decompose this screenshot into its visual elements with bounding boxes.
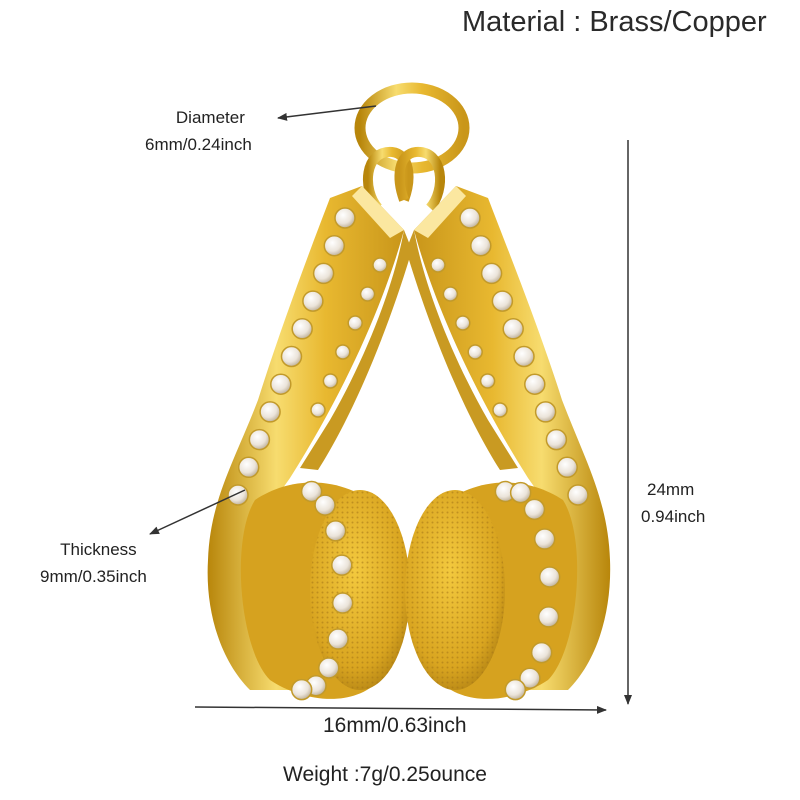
diameter-label: Diameter	[175, 108, 245, 127]
diameter-annotation: Diameter 6mm/0.24inch	[145, 104, 252, 158]
measurement-arrows	[149, 105, 632, 714]
zircon-stone	[530, 641, 553, 664]
width-arrow	[194, 705, 607, 714]
zircon-stone	[310, 402, 326, 418]
zircon-stone	[248, 428, 271, 451]
zircon-stone	[502, 318, 524, 340]
zircon-stone	[300, 480, 323, 503]
zircon-stone	[491, 290, 514, 312]
left-earbud	[207, 186, 412, 690]
zircon-stone	[519, 667, 541, 689]
zircon-stone	[259, 401, 281, 423]
right-cup	[405, 482, 578, 699]
zircon-stone	[470, 234, 492, 257]
zircon-stone	[324, 520, 347, 542]
zircon-stone	[359, 286, 376, 302]
thickness-arrow	[149, 489, 246, 535]
zircon-stone	[327, 628, 349, 650]
zircon-stone	[347, 315, 363, 331]
zircon-stone	[504, 678, 527, 701]
zircon-stone	[455, 315, 471, 331]
weight-label: Weight :7g/0.25ounce	[283, 763, 487, 786]
diameter-value: 6mm/0.24inch	[145, 135, 252, 154]
zircon-stone	[237, 456, 260, 479]
zircon-stone	[280, 345, 303, 368]
zircon-stone	[430, 257, 446, 273]
zircon-stone	[537, 606, 560, 628]
height-annotation: 24mm 0.94inch	[641, 476, 705, 530]
zircon-stone	[567, 484, 589, 506]
thickness-value: 9mm/0.35inch	[40, 567, 147, 586]
zircon-stone	[513, 345, 535, 368]
zircon-stone	[314, 494, 336, 516]
zircon-stone	[538, 566, 561, 588]
zircon-stone	[331, 592, 354, 614]
zircon-stone	[523, 498, 546, 521]
zircon-stone	[479, 373, 496, 389]
zircon-stone	[323, 234, 346, 257]
zircon-stone	[534, 401, 557, 423]
thickness-annotation: Thickness 9mm/0.35inch	[40, 536, 147, 590]
zircon-stone	[290, 678, 313, 701]
zircon-stone	[442, 286, 459, 302]
zircon-stone	[556, 456, 578, 479]
zircon-stone	[372, 257, 388, 273]
zircon-stone	[509, 481, 532, 504]
zircon-stone	[270, 373, 292, 395]
zircon-stone	[331, 554, 353, 576]
zircon-stone	[291, 318, 313, 340]
zircon-stone	[334, 207, 356, 229]
zircon-stone	[459, 207, 481, 229]
zircon-stone	[318, 657, 340, 679]
zircon-stone	[467, 344, 483, 360]
thickness-label: Thickness	[60, 540, 137, 559]
height-label: 24mm	[647, 480, 695, 499]
height-value: 0.94inch	[641, 507, 706, 526]
zircon-stone	[322, 373, 339, 389]
diameter-arrow	[277, 105, 377, 121]
material-title: Material : Brass/Copper	[462, 6, 767, 38]
zircon-stone	[480, 262, 503, 285]
zircon-stone	[492, 402, 508, 418]
zircon-stone	[335, 344, 351, 360]
zircon-stone	[227, 484, 249, 506]
right-earbud	[406, 186, 611, 690]
zircon-stones	[227, 207, 589, 701]
zircon-stone	[524, 373, 546, 395]
zircon-stone	[302, 290, 324, 312]
zircon-stone	[533, 528, 556, 550]
bail-loops	[362, 147, 446, 212]
width-label: 16mm/0.63inch	[323, 714, 467, 737]
zircon-stone	[545, 428, 568, 451]
zircon-stone	[312, 262, 335, 285]
